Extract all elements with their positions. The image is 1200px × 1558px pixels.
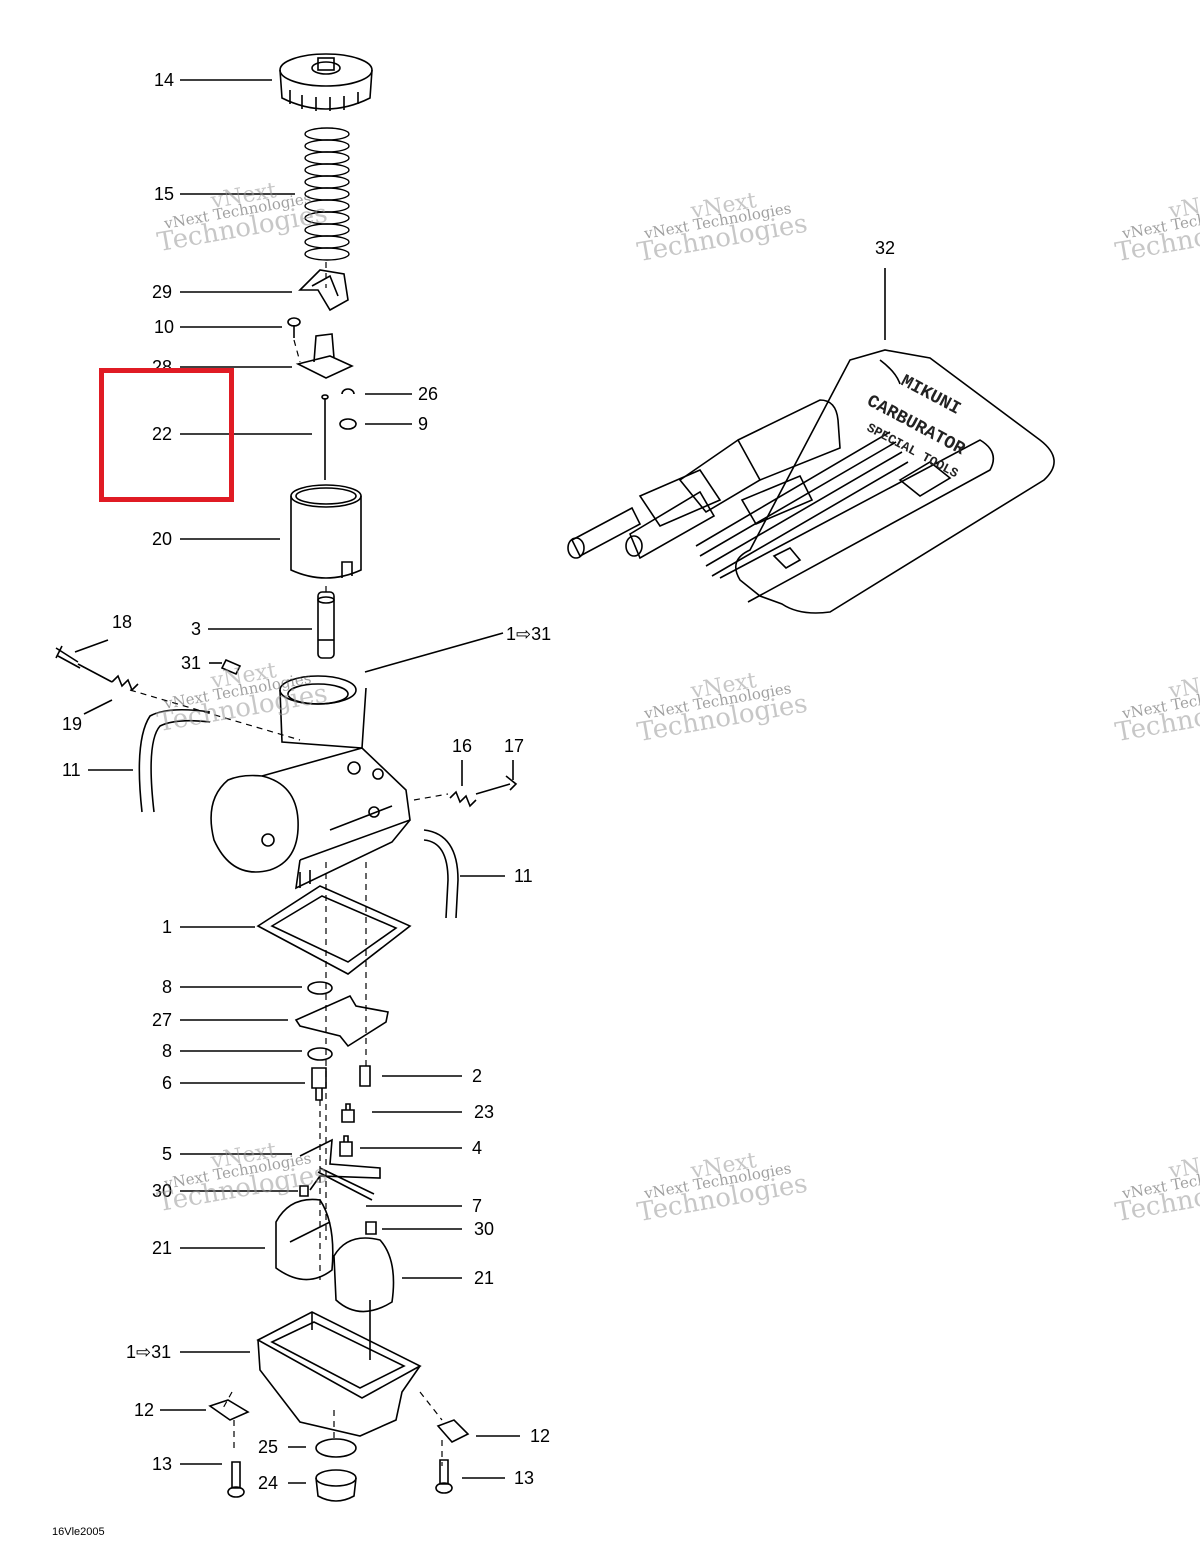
oring-8b — [307, 1047, 333, 1061]
callout-27: 27 — [152, 1010, 173, 1030]
float-21b — [333, 1237, 395, 1313]
leader-lines — [74, 79, 886, 1484]
callout-23: 23 — [474, 1102, 495, 1122]
diagram-footer-code: 16Vle2005 — [52, 1526, 105, 1538]
gasket-1 — [256, 885, 412, 975]
callout-1to31-top: 1⇨31 — [506, 624, 552, 644]
callout-30-left: 30 — [152, 1181, 173, 1201]
screw-13b — [435, 1459, 453, 1494]
jet-23 — [341, 1103, 355, 1123]
float-21a — [275, 1198, 334, 1281]
idle-screw-16 — [449, 790, 477, 808]
callout-17: 17 — [504, 736, 525, 756]
idle-screw-17 — [475, 775, 518, 795]
callout-8-upper: 8 — [162, 977, 173, 997]
callout-12-right: 12 — [530, 1426, 551, 1446]
fitting-31 — [220, 658, 242, 676]
needle-22 — [321, 394, 329, 480]
pin-7 — [317, 1167, 375, 1201]
screw-30b — [365, 1221, 377, 1235]
screw-30a — [299, 1185, 309, 1197]
slide-20 — [290, 484, 362, 579]
screw-2 — [359, 1065, 371, 1087]
washer-9 — [339, 418, 357, 430]
drain-plug-24 — [315, 1469, 357, 1502]
callout-16: 16 — [452, 736, 473, 756]
float-bowl — [256, 1300, 422, 1437]
pilot-screw-18 — [55, 645, 113, 683]
jet-6 — [311, 1067, 327, 1101]
assembly-axis — [129, 262, 449, 1466]
clip-26 — [341, 388, 355, 395]
callout-4: 4 — [472, 1138, 483, 1158]
callout-3: 3 — [191, 619, 202, 639]
callout-5: 5 — [162, 1144, 173, 1164]
plate-29 — [298, 269, 349, 312]
bracket-12a — [208, 1399, 250, 1421]
screw-10 — [287, 317, 301, 338]
callout-26: 26 — [418, 384, 439, 404]
tool-kit-32 — [567, 349, 1055, 614]
callout-10: 10 — [154, 317, 175, 337]
callout-15: 15 — [154, 184, 175, 204]
callout-11-left: 11 — [62, 760, 81, 780]
callout-22: 22 — [152, 424, 173, 444]
float-arm-5 — [299, 1138, 381, 1191]
callout-25: 25 — [258, 1437, 279, 1457]
needle-jet-3 — [317, 591, 335, 659]
plate-27 — [294, 994, 389, 1048]
callout-19: 19 — [62, 714, 83, 734]
callout-2: 2 — [472, 1066, 483, 1086]
spring-19 — [111, 674, 139, 692]
cap-part — [279, 53, 373, 111]
screw-13a — [227, 1461, 245, 1498]
highlight-box-22 — [99, 368, 234, 502]
bracket-12b — [436, 1419, 470, 1443]
callout-1: 1 — [162, 917, 173, 937]
oring-8a — [307, 981, 333, 995]
carburetor-body — [210, 675, 411, 890]
holder-28 — [295, 333, 354, 379]
callout-31: 31 — [181, 653, 202, 673]
callout-24: 24 — [258, 1473, 279, 1493]
jet-4 — [339, 1135, 353, 1157]
callout-1to31-bottom: 1⇨31 — [126, 1342, 172, 1362]
callout-11-right: 11 — [514, 866, 533, 886]
callout-29: 29 — [152, 282, 173, 302]
callout-6: 6 — [162, 1073, 173, 1093]
callout-21-left: 21 — [152, 1238, 173, 1258]
callout-9: 9 — [418, 414, 429, 434]
spring-part — [304, 127, 350, 261]
callout-32: 32 — [875, 238, 896, 258]
callout-13-right: 13 — [514, 1468, 535, 1488]
callout-12-left: 12 — [134, 1400, 155, 1420]
callout-21-right: 21 — [474, 1268, 495, 1288]
callout-14: 14 — [154, 70, 175, 90]
callout-30-right: 30 — [474, 1219, 495, 1239]
callout-18: 18 — [112, 612, 133, 632]
callout-7: 7 — [472, 1196, 483, 1216]
oring-25 — [315, 1438, 357, 1458]
callout-20: 20 — [152, 529, 173, 549]
callout-8-lower: 8 — [162, 1041, 173, 1061]
callout-13-left: 13 — [152, 1454, 173, 1474]
hose-11-left — [138, 708, 211, 813]
hose-11-right — [423, 829, 459, 919]
